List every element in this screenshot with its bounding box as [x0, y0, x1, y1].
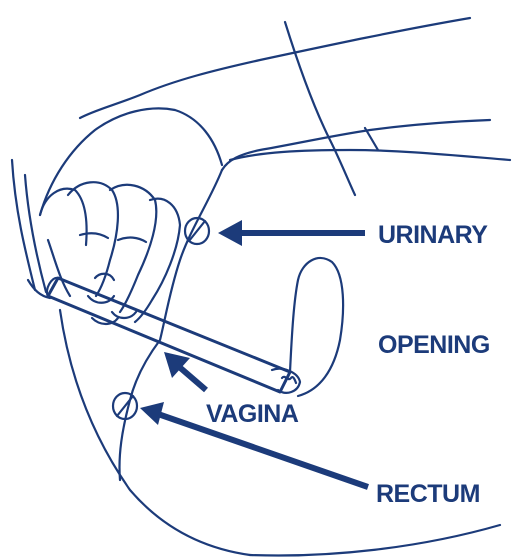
hand	[28, 108, 222, 324]
label-urinary: URINARY	[378, 221, 488, 249]
lower-leg-outline	[230, 150, 510, 160]
wrist-outline-2	[25, 175, 46, 292]
inner-thigh-short-crease	[365, 128, 378, 150]
rectum-opening-marker	[113, 393, 137, 419]
inner-thigh-outline	[222, 120, 490, 170]
ring-finger	[135, 199, 180, 322]
index-finger	[68, 182, 118, 296]
label-opening: OPENING	[378, 331, 490, 359]
label-vagina: VAGINA	[206, 400, 299, 428]
vaginal-canal	[290, 258, 343, 396]
body-outline	[12, 18, 510, 556]
upper-thigh-outline	[80, 18, 470, 118]
finger-knuckle-1	[80, 233, 108, 238]
label-rectum: RECTUM	[376, 480, 480, 508]
finger-knuckle-2	[118, 238, 146, 242]
applicator-barrel	[48, 278, 290, 392]
finger-tip-2	[112, 312, 136, 318]
urinary-arrow	[218, 220, 365, 246]
lower-body-outline	[250, 525, 500, 556]
hand-back	[40, 108, 222, 215]
